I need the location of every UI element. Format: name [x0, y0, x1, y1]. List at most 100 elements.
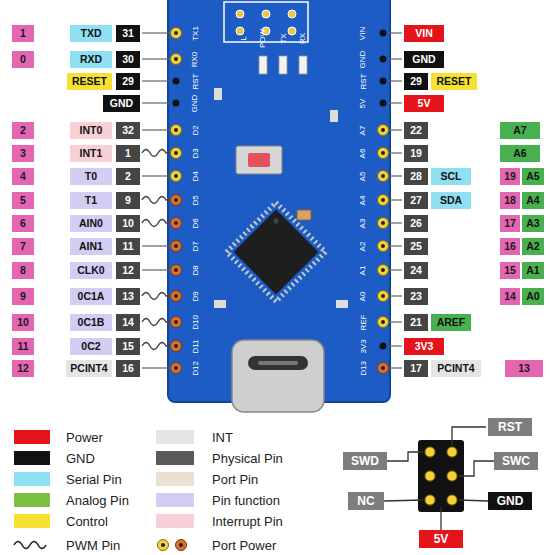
pin-label: 21	[404, 314, 428, 331]
pin-label: 3V3	[404, 338, 444, 355]
icsp-label: 5V	[419, 530, 463, 548]
pin-label: 11	[116, 238, 140, 255]
pin-label: INT0	[70, 122, 112, 139]
silkscreen-label: D6	[190, 218, 199, 228]
pin-label: 5V	[404, 95, 444, 112]
pin-label: 29	[404, 73, 428, 90]
silkscreen-label: A3	[358, 218, 367, 228]
pin-label: 1	[12, 25, 34, 42]
pin-label: 13	[505, 360, 543, 377]
pin-label: 25	[404, 238, 428, 255]
silkscreen-label: D9	[190, 291, 199, 301]
legend-text: Analog Pin	[66, 493, 129, 508]
icsp-label: SWC	[494, 452, 538, 470]
legend-text: Interrupt Pin	[212, 514, 283, 529]
pin-label: A7	[500, 122, 540, 139]
silkscreen-label: D5	[190, 195, 199, 205]
pin-label: PCINT4	[431, 360, 481, 377]
legend-text: INT	[212, 430, 233, 445]
pin-label: 30	[116, 51, 140, 68]
silkscreen-label: RST	[359, 73, 368, 89]
pin-label: A3	[522, 215, 544, 232]
pin-label: 7	[12, 238, 34, 255]
silkscreen-label: POW	[258, 28, 267, 47]
silkscreen-label: D12	[191, 361, 200, 376]
legend-swatch	[14, 514, 50, 528]
pin-label: 2	[12, 122, 34, 139]
pin-label: 11	[12, 338, 34, 355]
pin-label: 0C1A	[70, 288, 112, 305]
legend-swatch	[14, 430, 50, 444]
pin-label: 16	[500, 238, 520, 255]
legend-text: Port Pin	[212, 472, 258, 487]
pin-label: 28	[404, 168, 428, 185]
silkscreen-label: D3	[190, 148, 199, 158]
legend-swatch	[14, 472, 50, 486]
pin-label: 15	[500, 262, 520, 279]
pin-label: 17	[500, 215, 520, 232]
pin-label: 9	[116, 192, 140, 209]
pin-label: 19	[404, 145, 428, 162]
pin-label: 0C1B	[70, 314, 112, 331]
silkscreen-label: 3V3	[358, 339, 367, 353]
silkscreen-label: TX1	[190, 26, 199, 41]
legend-text: PWM Pin	[66, 538, 120, 553]
pin-label: 8	[12, 262, 34, 279]
silkscreen-label: GND	[191, 94, 200, 112]
pin-label: TXD	[70, 25, 112, 42]
pin-label: 9	[12, 288, 34, 305]
silkscreen-label: D13	[359, 361, 368, 376]
pin-label: 2	[116, 168, 140, 185]
pin-label: 15	[116, 338, 140, 355]
legend-text: Pin function	[212, 493, 280, 508]
legend-text: GND	[66, 451, 95, 466]
pin-label: 23	[404, 288, 428, 305]
silkscreen-label: D7	[190, 241, 199, 251]
icsp-label: NC	[348, 492, 384, 510]
pin-label: RESET	[431, 73, 477, 90]
pin-label: 13	[116, 288, 140, 305]
pin-label: 22	[404, 122, 428, 139]
pin-label: AIN0	[70, 215, 112, 232]
silkscreen-label: A4	[358, 195, 367, 205]
pin-label: T0	[70, 168, 112, 185]
pin-label: 29	[116, 73, 140, 90]
pin-label: 19	[500, 168, 520, 185]
silkscreen-label: A0	[358, 291, 367, 301]
silkscreen-label: A6	[358, 148, 367, 158]
pin-label: AIN1	[70, 238, 112, 255]
pin-label: 18	[500, 192, 520, 209]
pin-label: INT1	[70, 145, 112, 162]
legend-swatch	[156, 493, 194, 507]
pin-label: RESET	[67, 73, 112, 90]
pin-label: 3	[12, 145, 34, 162]
pin-label: CLK0	[70, 262, 112, 279]
pin-label: 31	[116, 25, 140, 42]
legend-text: Power	[66, 430, 103, 445]
pin-label: 6	[12, 215, 34, 232]
pin-label: 14	[116, 314, 140, 331]
pin-label: GND	[404, 51, 444, 68]
legend-swatch	[156, 514, 194, 528]
pin-label: PCINT4	[66, 360, 112, 377]
legend-text: Port Power	[212, 538, 276, 553]
pin-label: 26	[404, 215, 428, 232]
silkscreen-label: REF	[359, 314, 368, 330]
pin-label: 0	[12, 51, 34, 68]
silkscreen-label: 5V	[358, 98, 367, 108]
silkscreen-label: RX	[299, 32, 308, 43]
pin-label: 10	[116, 215, 140, 232]
legend-text: Control	[66, 514, 108, 529]
legend-swatch	[156, 430, 194, 444]
legend-swatch	[14, 451, 50, 465]
legend-swatch	[14, 493, 50, 507]
silkscreen-label: GND	[359, 50, 368, 68]
pin-label: 24	[404, 262, 428, 279]
icsp-label: SWD	[343, 452, 387, 470]
silkscreen-label: RX0	[191, 51, 200, 67]
silkscreen-label: RST	[191, 73, 200, 89]
legend-text: Physical Pin	[212, 451, 283, 466]
silkscreen-label: D2	[190, 125, 199, 135]
pin-label: 32	[116, 122, 140, 139]
